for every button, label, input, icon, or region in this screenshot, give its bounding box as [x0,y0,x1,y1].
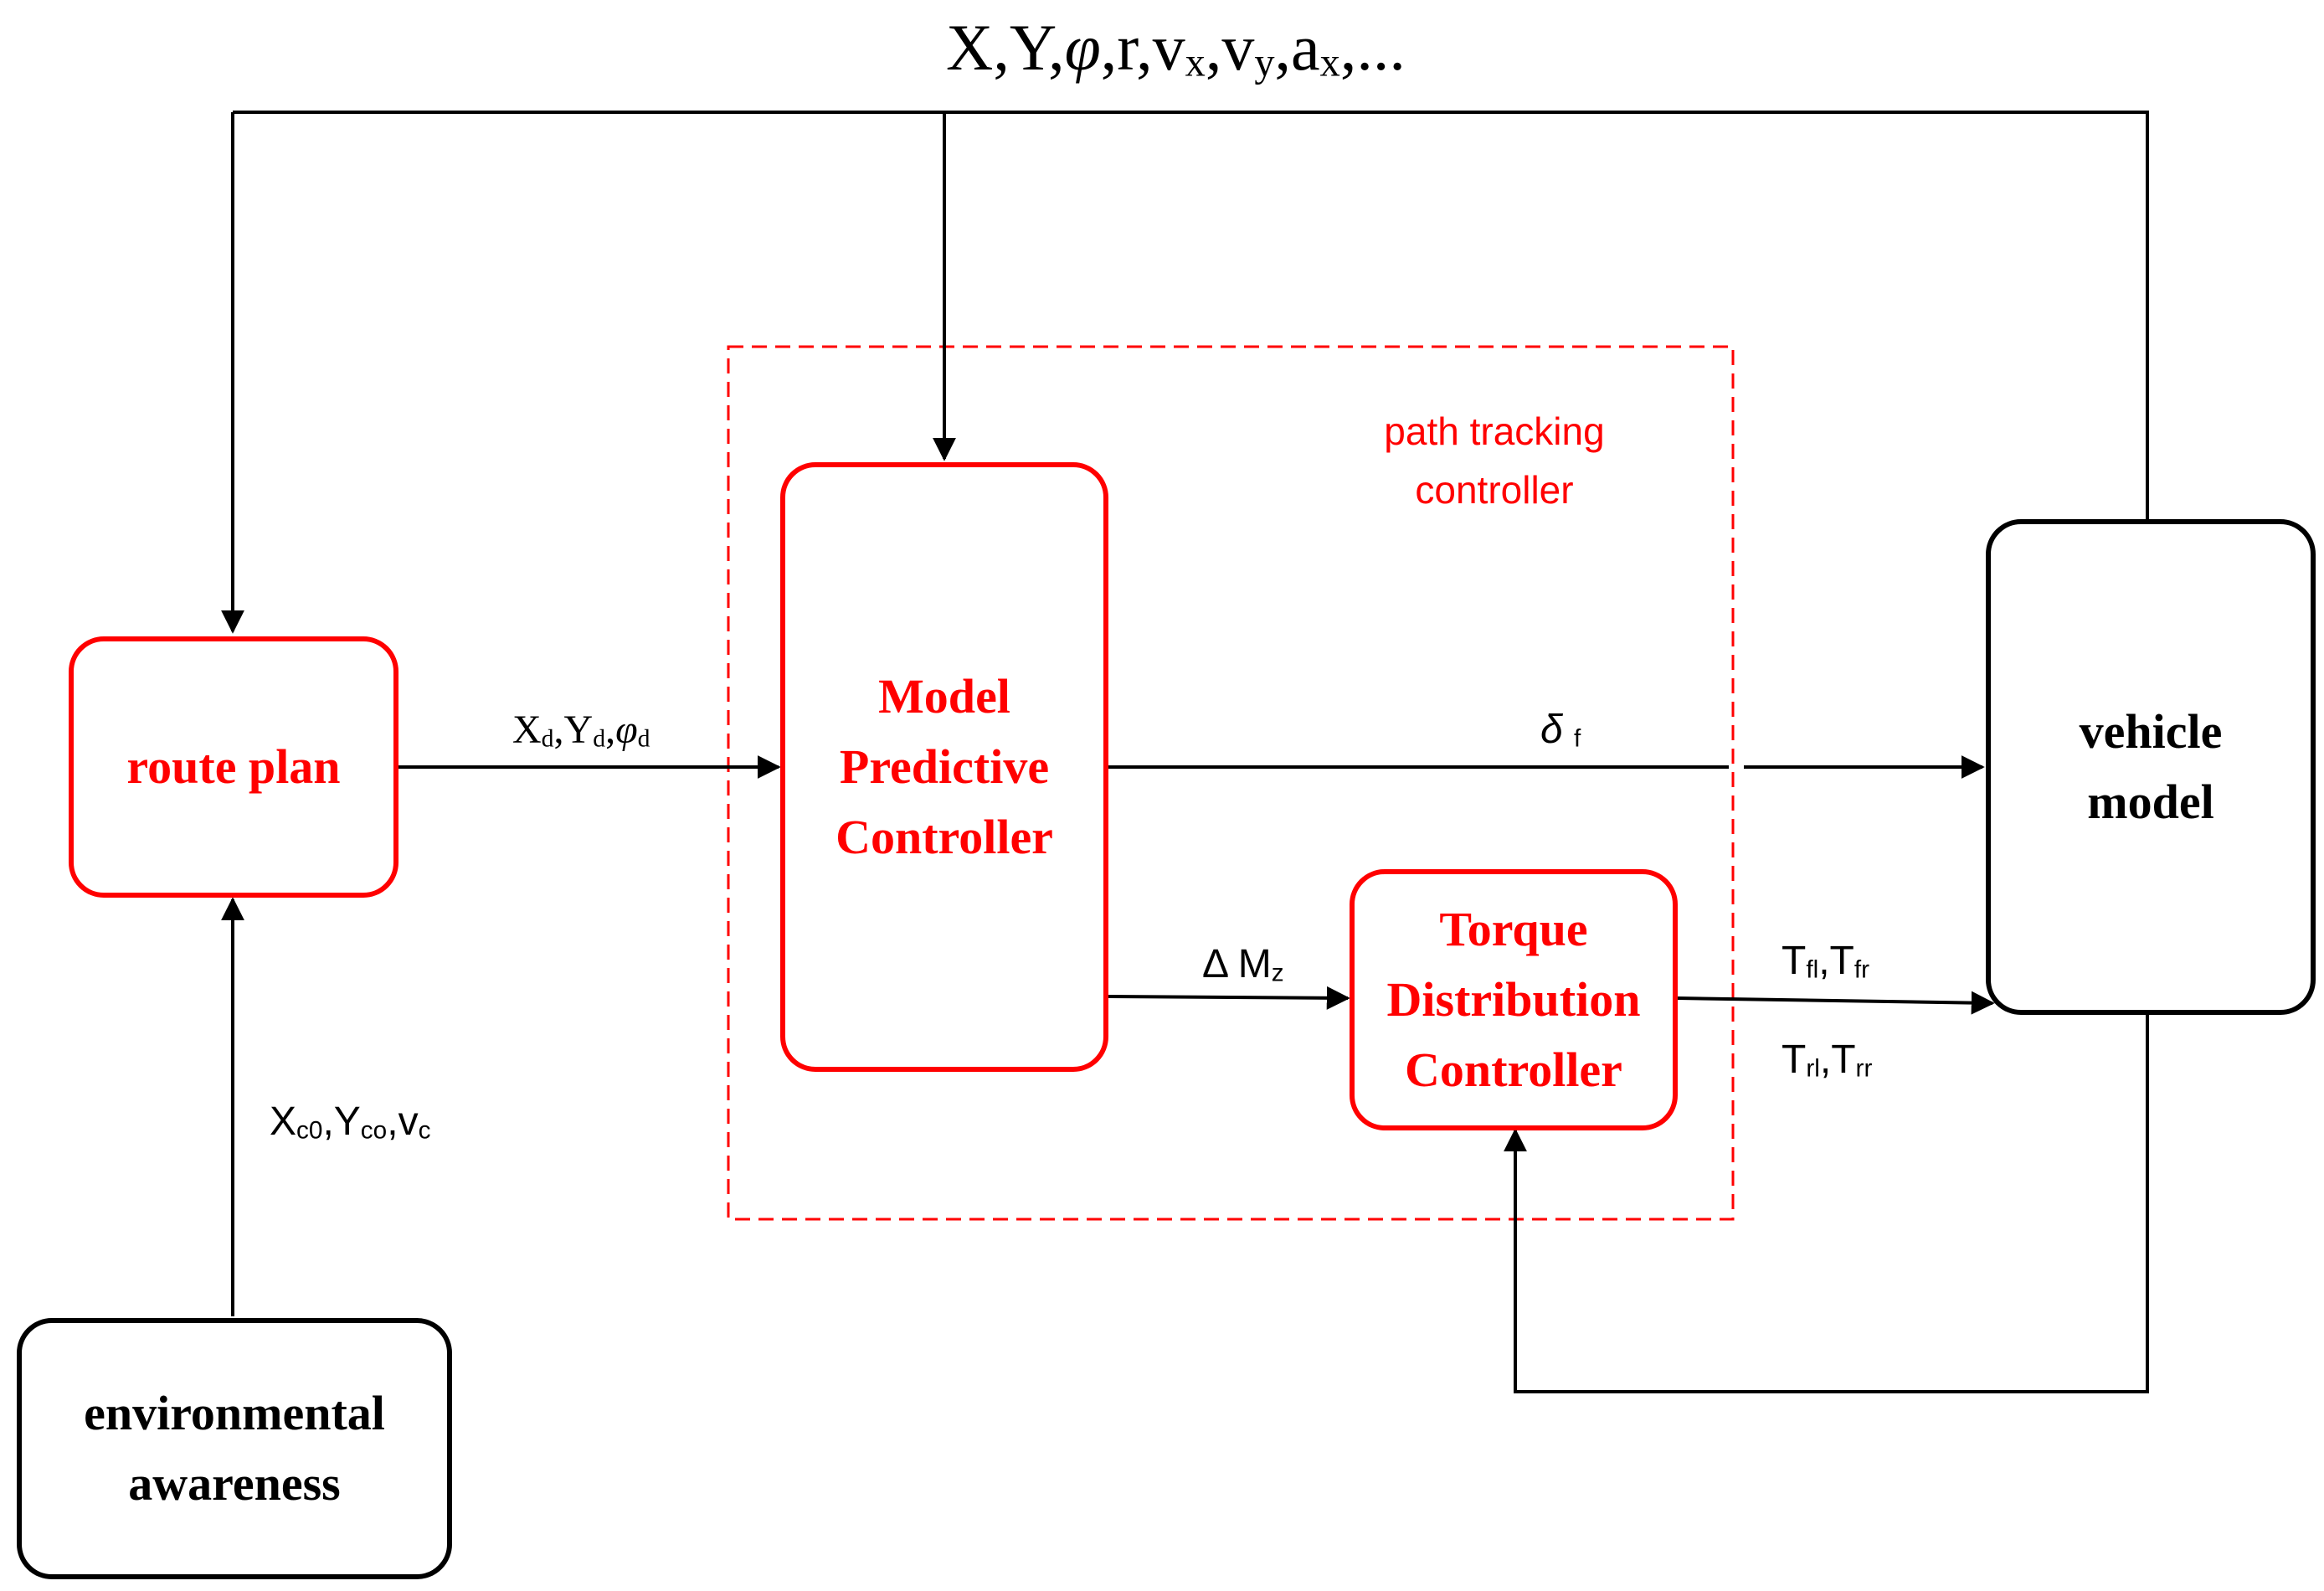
sig-Xc0-sub: c0 [296,1116,323,1145]
sep: , [387,1099,398,1144]
sig-Tfr: T [1829,939,1854,983]
vehicle-model-label: vehicle model [2079,704,2223,829]
sep: , [1205,11,1222,84]
yaw-moment-label: Δ Mz [1202,941,1284,987]
sig-Yco-sub: co [360,1116,388,1145]
sig-Trr-sub: rr [1855,1054,1873,1083]
route-plan-block[interactable]: route plan [69,636,398,898]
mpc-block[interactable]: Model Predictive Controller [780,462,1108,1072]
sep: , [1339,11,1357,84]
sig-Xd-sub: d [541,724,554,753]
desired-trajectory-label: Xd,Yd,φd [512,707,650,753]
sig-vy: v [1221,11,1255,84]
steering-angle-label: δ f [1540,707,1581,753]
sep: , [1048,11,1065,84]
sig-phid: φ [615,708,638,752]
sig-delta: δ [1540,708,1563,752]
front-torques-label: Tfl,Tfr [1782,938,1869,984]
rear-torques-label: Trl,Trr [1782,1037,1872,1083]
tdc-label: Torque Distribution Controller [1386,902,1641,1097]
sig-Yco: Y [333,1099,361,1144]
sig-vx-sub: x [1185,40,1206,85]
sig-ax: a [1291,11,1320,84]
sep: , [1819,1037,1832,1082]
sig-phid-sub: d [637,724,650,753]
sig-M: M [1237,942,1272,986]
sig-X: X [946,11,994,84]
sig-Trl: T [1782,1037,1807,1082]
sep: , [605,708,616,752]
sig-Trl-sub: rl [1806,1054,1820,1083]
sep: , [1100,11,1118,84]
route-plan-label: route plan [126,739,341,794]
sig-Tfl: T [1782,939,1807,983]
sig-vx: v [1152,11,1185,84]
vehicle-to-tdc-feedback-line [1514,1013,2149,1393]
feedback-bus-line [233,111,2149,519]
sig-delta-sub: f [1574,724,1581,753]
environmental-awareness-block[interactable]: environmental awareness [17,1318,452,1579]
sig-vy-sub: y [1254,40,1275,85]
sig-Yd: Y [563,708,594,752]
sep: , [1136,11,1153,84]
sig-M-sub: z [1271,959,1284,987]
sig-ax-sub: x [1319,40,1340,85]
sig-Xc0: X [270,1099,297,1144]
tdc-block[interactable]: Torque Distribution Controller [1350,869,1678,1130]
vehicle-model-block[interactable]: vehicle model [1986,519,2316,1015]
sig-Delta: Δ [1202,942,1227,986]
path-tracking-group-label: path tracking controller [1384,409,1605,512]
sig-ellipsis: ... [1356,11,1406,84]
sig-Y: Y [1009,11,1049,84]
sep: , [322,1099,334,1144]
sig-Xd: X [512,708,542,752]
sig-Tfr-sub: fr [1854,955,1870,984]
tdc-to-vehicle-arrow [1677,991,1995,1015]
sep: , [553,708,564,752]
sig-vc: v [398,1099,419,1144]
sig-Yd-sub: d [593,724,606,753]
sig-Tfl-sub: fl [1806,955,1819,984]
feedback-signals-label: X,Y,φ,r,vx,vy,ax,... [946,10,1406,85]
sig-vc-sub: c [418,1116,431,1145]
obstacle-state-label: Xc0,Yco,vc [270,1099,430,1145]
path-tracking-group-border [727,345,1735,1221]
mpc-to-tdc-arrow [1108,986,1350,1010]
sep: , [1274,11,1292,84]
sig-Trr: T [1831,1037,1856,1082]
sig-r: r [1117,11,1137,84]
sep: , [1818,939,1830,983]
mpc-label: Model Predictive Controller [836,669,1053,864]
sep: , [993,11,1010,84]
sig-phi: φ [1064,11,1101,84]
environmental-awareness-label: environmental awareness [84,1386,385,1511]
